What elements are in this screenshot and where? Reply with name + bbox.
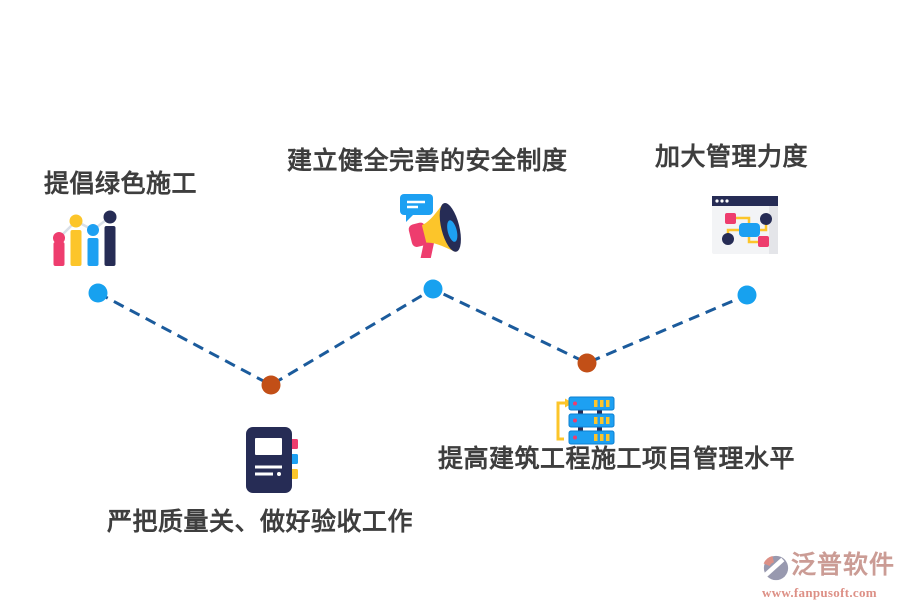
timeline-dot (423, 279, 443, 299)
brand-url: www.fanpusoft.com (762, 585, 877, 600)
node-label-management-strength: 加大管理力度 (655, 143, 809, 171)
server-stack-icon (556, 396, 615, 445)
brand-logo-icon (762, 555, 789, 581)
speech-bubble (400, 194, 433, 222)
flowchart-window-icon (712, 196, 778, 254)
bar-chart-icon (53, 210, 117, 266)
timeline-dot (577, 353, 597, 373)
node-label-green-construction: 提倡绿色施工 (44, 170, 198, 198)
node-label-safety-system: 建立健全完善的安全制度 (287, 147, 568, 175)
brand-name: 泛普软件 (791, 551, 896, 579)
notebook-icon (246, 427, 298, 493)
timeline-dot (261, 375, 281, 395)
node-label-project-management: 提高建筑工程施工项目管理水平 (438, 445, 796, 473)
brand-watermark: 泛普软件 www.fanpusoft.com (762, 553, 900, 600)
node-label-quality-acceptance: 严把质量关、做好验收工作 (107, 508, 414, 536)
timeline-dot (88, 283, 108, 303)
timeline-dashed-line (97, 287, 748, 387)
megaphone-icon (400, 194, 461, 258)
timeline-dot (737, 285, 757, 305)
